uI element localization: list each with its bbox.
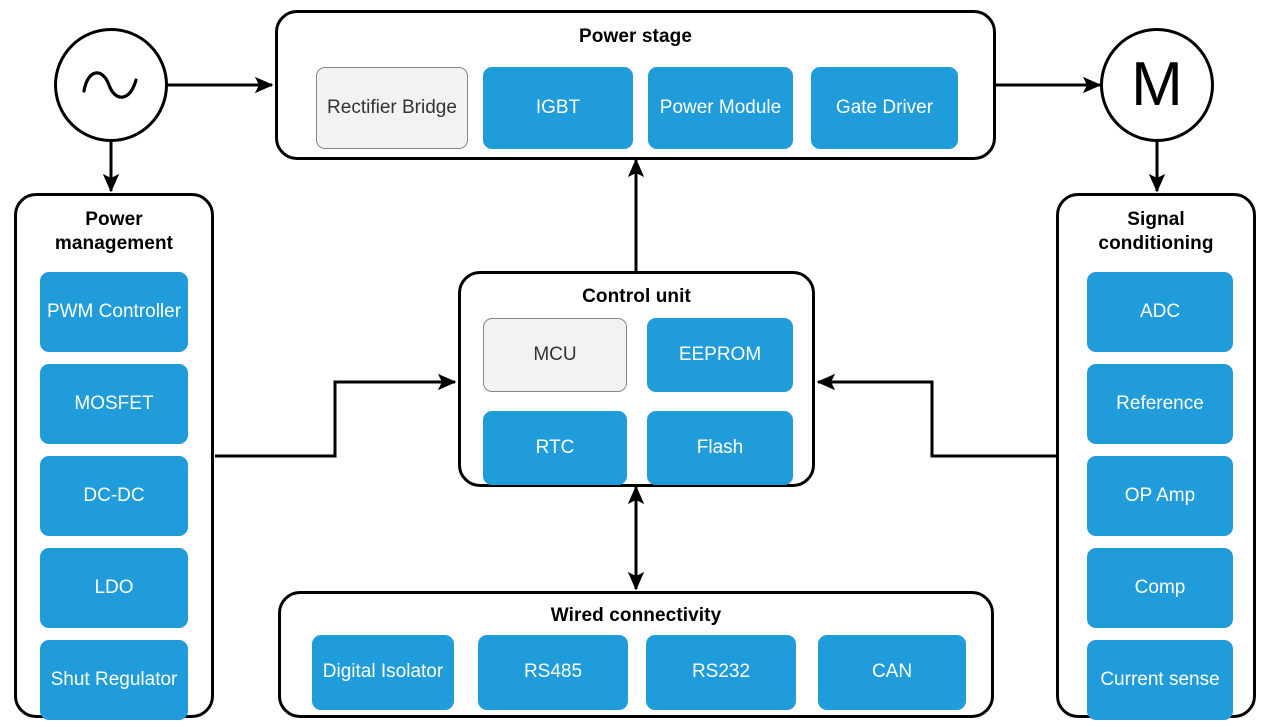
block-label: RTC <box>535 436 575 458</box>
group-power-management-title: Power management <box>54 209 174 255</box>
block-label: Reference <box>1116 392 1204 414</box>
block-label: RS485 <box>523 661 583 683</box>
block-eeprom[interactable]: EEPROM <box>647 318 793 392</box>
group-control-unit-title: Control unit <box>582 286 691 307</box>
block-op-amp[interactable]: OP Amp <box>1087 456 1233 536</box>
block-label: DC-DC <box>83 484 145 506</box>
block-label: PWM Controller <box>46 300 182 322</box>
group-signal-conditioning[interactable]: Signal conditioning ADC Reference OP Amp… <box>1056 193 1256 720</box>
block-label: Current sense <box>1100 668 1220 690</box>
group-signal-conditioning-title: Signal conditioning <box>1098 209 1214 255</box>
motor-label: M <box>1131 50 1183 119</box>
wire-signal-conditioning-to-control-unit <box>816 373 1056 458</box>
block-label: Digital Isolator <box>322 661 444 683</box>
block-label: RS232 <box>691 661 751 683</box>
block-reference[interactable]: Reference <box>1087 364 1233 444</box>
block-shunt-regulator[interactable]: Shut Regulator <box>40 640 188 720</box>
block-power-module[interactable]: Power Module <box>648 67 793 149</box>
block-flash[interactable]: Flash <box>647 411 793 485</box>
group-wired-connectivity-title: Wired connectivity <box>550 605 722 626</box>
block-label: Rectifier Bridge <box>327 96 457 118</box>
block-ldo[interactable]: LDO <box>40 548 188 628</box>
block-label: Flash <box>696 436 744 458</box>
block-label: MCU <box>533 343 577 365</box>
wire-power-management-to-control-unit <box>215 373 457 458</box>
block-rs232[interactable]: RS232 <box>646 635 796 710</box>
block-rs485[interactable]: RS485 <box>478 635 628 710</box>
block-label: Comp <box>1134 576 1186 598</box>
group-power-management[interactable]: Power management PWM Controller MOSFET D… <box>14 193 214 720</box>
block-label: Gate Driver <box>835 96 934 118</box>
block-igbt[interactable]: IGBT <box>483 67 633 149</box>
block-label: ADC <box>1139 300 1181 322</box>
block-can[interactable]: CAN <box>818 635 966 710</box>
block-rectifier-bridge[interactable]: Rectifier Bridge <box>316 67 468 149</box>
block-mosfet[interactable]: MOSFET <box>40 364 188 444</box>
block-label: CAN <box>871 661 913 683</box>
block-label: EEPROM <box>678 343 762 365</box>
block-mcu[interactable]: MCU <box>483 318 627 392</box>
block-comp[interactable]: Comp <box>1087 548 1233 628</box>
block-label: OP Amp <box>1124 484 1196 506</box>
block-pwm-controller[interactable]: PWM Controller <box>40 272 188 352</box>
group-power-stage-title: Power stage <box>578 26 693 47</box>
block-rtc[interactable]: RTC <box>483 411 627 485</box>
group-control-unit[interactable]: Control unit MCU EEPROM RTC Flash <box>458 271 815 487</box>
group-power-stage[interactable]: Power stage Rectifier Bridge IGBT Power … <box>275 10 996 160</box>
motor-node[interactable]: M <box>1100 28 1214 142</box>
block-label: Shut Regulator <box>50 668 178 690</box>
block-label: IGBT <box>535 96 581 118</box>
block-dc-dc[interactable]: DC-DC <box>40 456 188 536</box>
block-current-sense[interactable]: Current sense <box>1087 640 1233 720</box>
block-digital-isolator[interactable]: Digital Isolator <box>312 635 454 710</box>
block-gate-driver[interactable]: Gate Driver <box>811 67 958 149</box>
group-wired-connectivity[interactable]: Wired connectivity Digital Isolator RS48… <box>278 591 994 718</box>
block-label: MOSFET <box>74 392 154 414</box>
block-label: Power Module <box>659 96 782 118</box>
block-label: LDO <box>94 576 134 598</box>
block-adc[interactable]: ADC <box>1087 272 1233 352</box>
sine-wave-icon <box>82 71 138 99</box>
ac-source-node[interactable] <box>54 28 168 142</box>
